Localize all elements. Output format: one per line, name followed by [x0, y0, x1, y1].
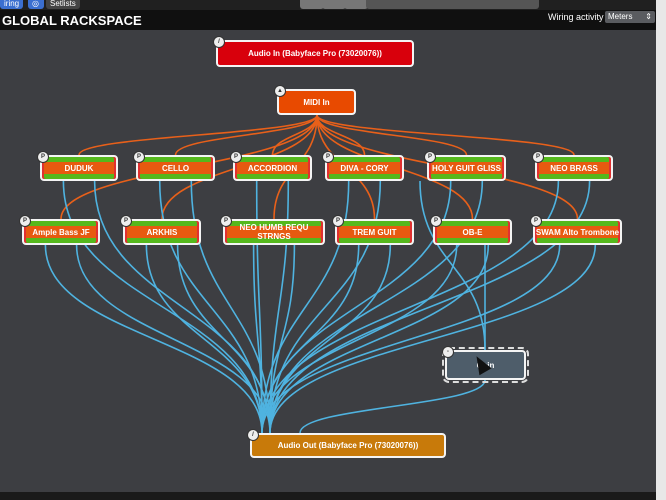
toolbar-field[interactable] [366, 0, 539, 9]
wire [261, 244, 360, 434]
node-label: OB-E [462, 227, 483, 237]
wire [252, 244, 263, 434]
plugin-badge-icon: / [213, 36, 225, 48]
plugin-node[interactable]: P DIVA - CORY [322, 151, 404, 181]
wire [145, 244, 263, 434]
plugin-node[interactable]: P NEO BRASS [532, 151, 613, 181]
wire [269, 244, 296, 434]
node-label: NEO HUMB REQU STRNGS [239, 223, 309, 241]
plugin-badge-icon: / [247, 429, 259, 441]
plugin-badge-icon: P [19, 215, 31, 227]
midi-in-node[interactable]: ▲ MIDI In [274, 85, 356, 115]
node-label: ARKHIS [146, 227, 178, 237]
plugin-badge-icon: P [322, 151, 334, 163]
wire [269, 244, 392, 434]
plugin-badge-icon: P [230, 151, 242, 163]
node-label: MIDI In [303, 97, 330, 107]
toolbar-button[interactable] [322, 0, 346, 9]
wire [419, 180, 486, 351]
wire [174, 114, 318, 156]
node-label: Ample Bass JF [32, 227, 90, 237]
plugin-badge-icon: P [120, 215, 132, 227]
plugin-badge-icon: P [220, 215, 232, 227]
gain-node[interactable]: ▫ Gain [442, 346, 529, 383]
node-label: Audio In (Babyface Pro (73020076)) [248, 49, 382, 58]
audio-in-node[interactable]: / Audio In (Babyface Pro (73020076)) [213, 36, 414, 67]
plugin-node[interactable]: P TREM GUIT [332, 215, 414, 245]
wire [316, 114, 468, 156]
plugin-badge-icon: ▲ [274, 85, 286, 97]
plugin-node[interactable]: P CELLO [133, 151, 215, 181]
wire [269, 244, 490, 434]
plugin-badge-icon: P [430, 215, 442, 227]
plugin-badge-icon: P [332, 215, 344, 227]
setlists-tab[interactable]: Setlists [46, 0, 80, 9]
top-toolbar: iring ◎ Setlists [0, 0, 666, 10]
node-label: ACCORDION [247, 163, 298, 173]
wiring-activity-value: Meters [608, 12, 633, 21]
wire [316, 114, 575, 156]
plugin-badge-icon: P [532, 151, 544, 163]
node-label: CELLO [161, 163, 190, 173]
node-label: DIVA - CORY [340, 163, 389, 173]
plugin-node[interactable]: P ACCORDION [230, 151, 312, 181]
plugin-badge-icon: P [133, 151, 145, 163]
wire [75, 244, 271, 434]
wiring-activity-label: Wiring activity [548, 12, 604, 22]
node-label: DUDUK [64, 163, 94, 173]
wiring-tab[interactable]: iring [0, 0, 24, 9]
wire [269, 244, 597, 434]
plugin-badge-icon: P [424, 151, 436, 163]
plugin-badge-icon: ▫ [442, 346, 454, 358]
node-label: TREM GUIT [352, 227, 397, 237]
toolbar-button[interactable] [344, 0, 368, 9]
globe-icon[interactable]: ◎ [28, 0, 44, 9]
node-label: Gain [476, 360, 495, 370]
node-label: Audio Out (Babyface Pro (73020076)) [277, 441, 419, 450]
plugin-badge-icon: P [37, 151, 49, 163]
wiring-activity-select[interactable]: Meters ⇕ [605, 11, 655, 23]
toolbar-button[interactable] [300, 0, 324, 9]
plugin-node[interactable]: P DUDUK [37, 151, 118, 181]
chevron-updown-icon: ⇕ [645, 12, 652, 21]
wire [299, 379, 486, 434]
plugin-node[interactable]: P OB-E [430, 215, 512, 245]
side-window-edge [656, 0, 666, 500]
node-label: HOLY GUIT GLISS [432, 163, 501, 173]
wire [78, 114, 318, 156]
node-label: NEO BRASS [550, 163, 598, 173]
wire [261, 244, 458, 434]
page-title: GLOBAL RACKSPACE [2, 13, 142, 28]
plugin-node[interactable]: P NEO HUMB REQU STRNGS [220, 215, 325, 245]
plugin-badge-icon: P [530, 215, 542, 227]
plugin-node[interactable]: P ARKHIS [120, 215, 201, 245]
wire [176, 244, 271, 434]
audio-out-node[interactable]: / Audio Out (Babyface Pro (73020076)) [247, 429, 446, 458]
wire [261, 244, 561, 434]
header-bar [0, 10, 656, 30]
node-label: SWAM Alto Trombone [535, 227, 620, 237]
wire [44, 244, 263, 434]
